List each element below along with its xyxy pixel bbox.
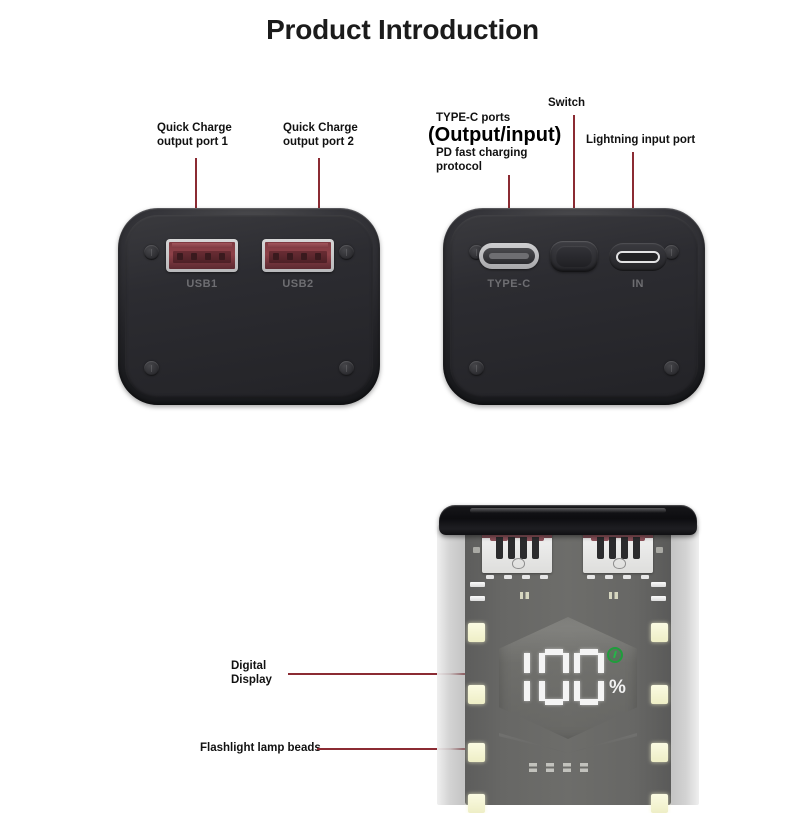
marking-left — [520, 592, 529, 599]
digit-3 — [574, 649, 604, 705]
status-dot-3 — [563, 763, 571, 772]
flashlight-lamp-bead-right-4 — [651, 794, 668, 813]
leader-line-lightning — [632, 152, 634, 240]
digit-1 — [518, 649, 534, 705]
side-tick-left — [473, 547, 480, 553]
power-switch-button[interactable] — [550, 241, 598, 272]
leader-line-quick-charge-2 — [318, 158, 320, 233]
callout-flashlight-lamp-beads: Flashlight lamp beads — [200, 742, 321, 754]
leader-line-switch — [573, 115, 575, 240]
screw-top-right — [339, 245, 354, 260]
screw-top-right — [664, 245, 679, 260]
status-dot-2 — [546, 763, 554, 772]
digital-display: % — [499, 617, 637, 739]
type-c-port-label: TYPE-C — [487, 278, 531, 290]
callout-pd-fast-charging-protocol: PD fast charging protocol — [436, 147, 528, 173]
marking-right — [609, 592, 618, 599]
flashlight-lamp-bead-left-3 — [468, 743, 485, 762]
callout-quick-charge-output-port-1: Quick Charge output port 1 — [157, 122, 232, 148]
leader-line-quick-charge-1 — [195, 158, 197, 233]
battery-contacts-left — [486, 575, 548, 579]
screw-bottom-right — [339, 361, 354, 376]
battery-contacts-right — [587, 575, 649, 579]
flashlight-lamp-bead-left-4 — [468, 794, 485, 813]
callout-lightning-input-port: Lightning input port — [586, 134, 696, 146]
led-strip-left-2 — [470, 596, 485, 601]
output-end-panel: USB1 USB2 — [118, 208, 380, 405]
screw-top-left — [144, 245, 159, 260]
led-strip-right-1 — [651, 582, 666, 587]
flashlight-lamp-bead-right-3 — [651, 743, 668, 762]
usb2-port-label: USB2 — [282, 278, 314, 290]
lightning-in-port[interactable] — [609, 243, 667, 271]
callout-type-c-ports-line1: TYPE-C ports — [436, 112, 511, 124]
usb2-port[interactable] — [262, 239, 334, 272]
callout-digital-display: Digital Display — [231, 660, 272, 686]
battery-clip-right — [583, 531, 653, 573]
flashlight-lamp-bead-left-2 — [468, 685, 485, 704]
in-port-label: IN — [632, 278, 644, 290]
transparent-power-bank: % — [437, 505, 699, 813]
battery-clip-left — [482, 531, 552, 573]
page-title: Product Introduction — [266, 14, 539, 45]
input-end-panel: TYPE-C IN — [443, 208, 705, 405]
screw-bottom-left — [469, 361, 484, 376]
flashlight-lamp-bead-left-1 — [468, 623, 485, 642]
side-tick-right — [656, 547, 663, 553]
status-dot-1 — [529, 763, 537, 772]
screw-bottom-right — [664, 361, 679, 376]
led-strip-left-1 — [470, 582, 485, 587]
leader-line-flashlight-lamp-beads — [317, 748, 480, 750]
charging-indicator-icon — [607, 647, 623, 663]
callout-quick-charge-output-port-2: Quick Charge output port 2 — [283, 122, 358, 148]
leader-line-digital-display — [288, 673, 578, 675]
battery-percentage-digits — [518, 649, 609, 705]
screw-bottom-left — [144, 361, 159, 376]
status-indicator-dots — [529, 763, 588, 772]
flashlight-lamp-bead-right-2 — [651, 685, 668, 704]
callout-switch: Switch — [548, 97, 586, 109]
led-strip-right-2 — [651, 596, 666, 601]
type-c-port[interactable] — [479, 243, 539, 269]
percent-symbol: % — [609, 677, 626, 698]
callout-type-c-output-input: (Output/input) — [428, 124, 562, 146]
usb1-port-label: USB1 — [186, 278, 218, 290]
flashlight-lamp-bead-right-1 — [651, 623, 668, 642]
leader-line-type-c — [508, 175, 510, 238]
power-bank-top-cap — [439, 505, 697, 535]
status-dot-4 — [580, 763, 588, 772]
usb1-port[interactable] — [166, 239, 238, 272]
digit-2 — [539, 649, 569, 705]
